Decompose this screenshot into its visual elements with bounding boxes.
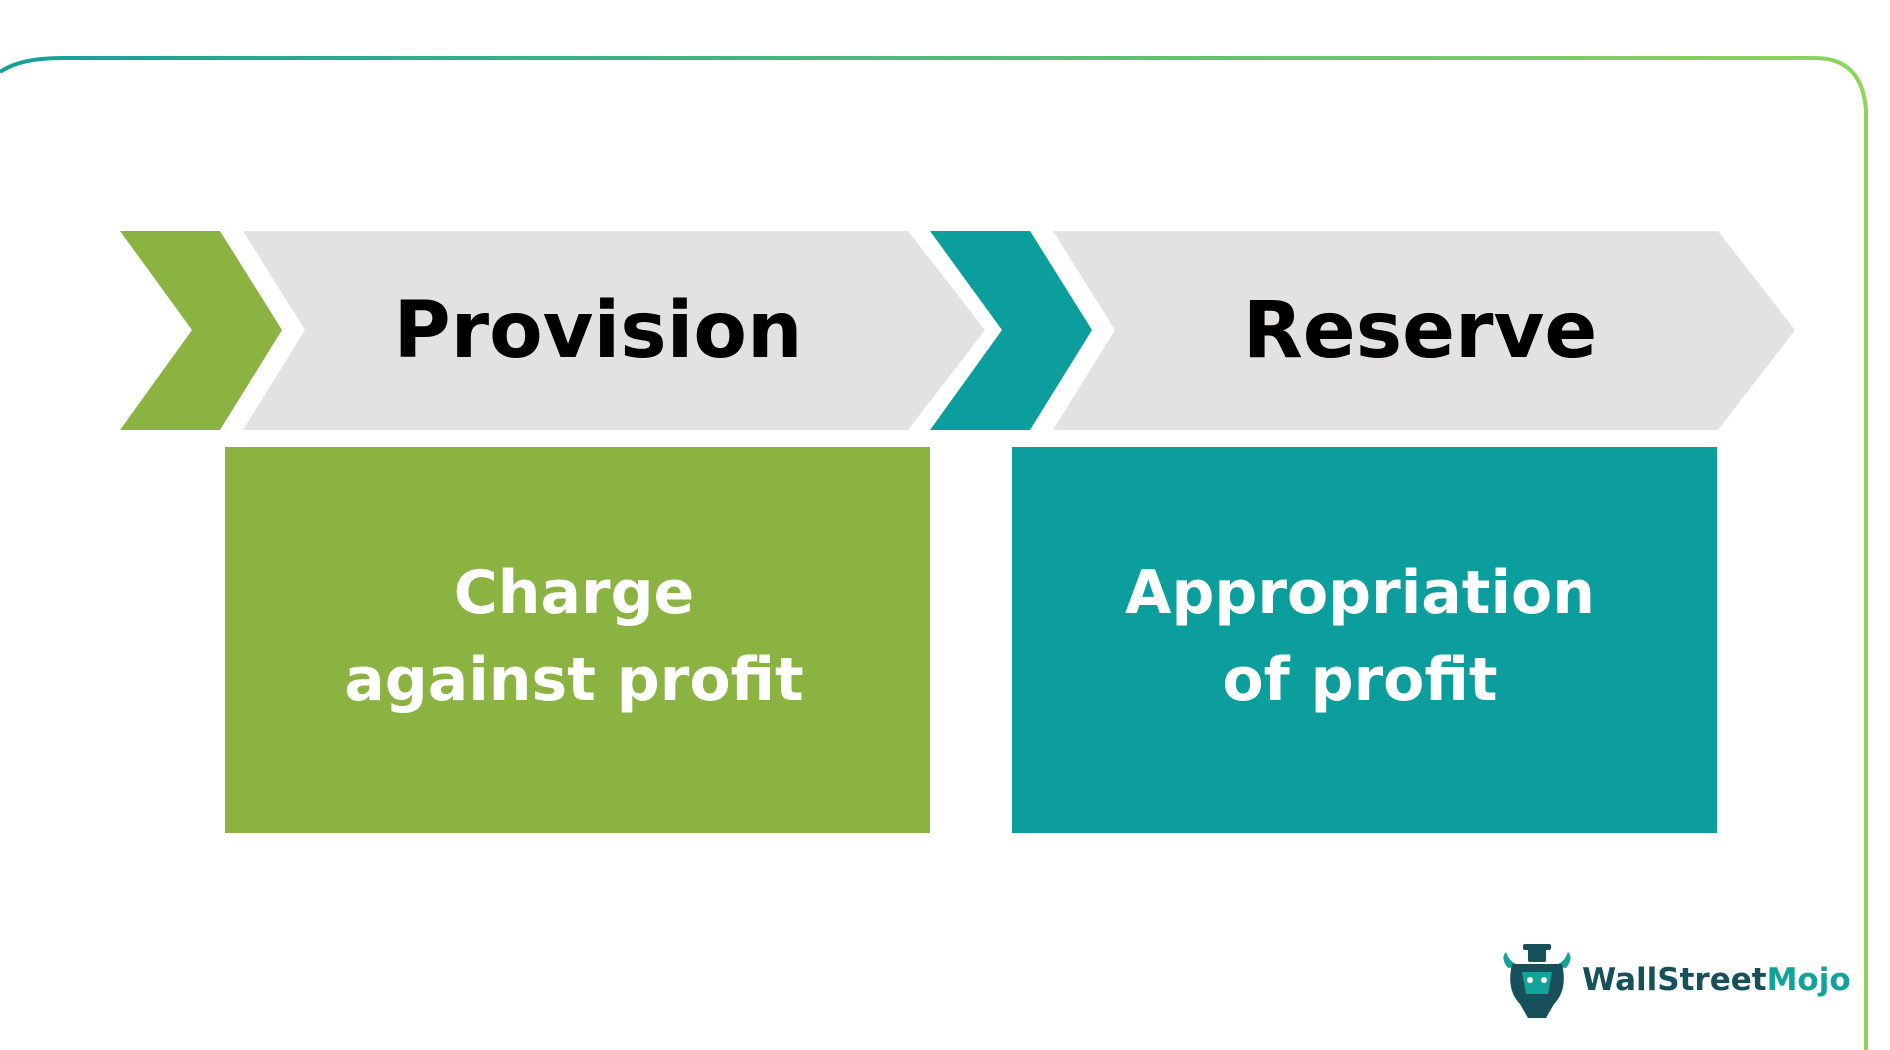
reserve-group: Reserve Appropriation of profit <box>930 231 1795 833</box>
reserve-description-line1: Appropriation <box>1125 558 1595 628</box>
reserve-heading: Reserve <box>1243 286 1598 376</box>
bull-mascot-icon <box>1503 944 1571 1018</box>
logo-wordmark-part2: Mojo <box>1767 962 1851 998</box>
provision-heading: Provision <box>393 286 802 376</box>
provision-description-line1: Charge <box>454 558 694 628</box>
provision-description-line2: against profit <box>344 645 803 715</box>
provision-description-box <box>225 447 930 833</box>
wallstreetmojo-logo: WallStreetMojo <box>1503 944 1851 1018</box>
provision-group: Provision Charge against profit <box>120 231 985 833</box>
reserve-description-line2: of profit <box>1222 645 1497 715</box>
logo-wordmark-part1: WallStreet <box>1582 962 1767 998</box>
logo-wordmark: WallStreetMojo <box>1582 962 1851 998</box>
reserve-description-box <box>1012 447 1717 833</box>
provision-green-chevron <box>120 231 282 430</box>
provision-arrow-body <box>243 231 985 430</box>
reserve-arrow-body <box>1053 231 1795 430</box>
decorative-frame <box>0 56 1868 1050</box>
reserve-teal-chevron <box>930 231 1092 430</box>
